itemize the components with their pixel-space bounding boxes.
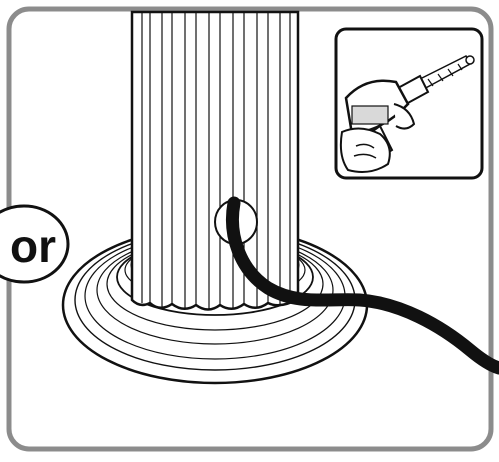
fluted-column — [132, 12, 298, 310]
or-label: or — [10, 220, 56, 272]
drill-inset — [336, 29, 482, 178]
